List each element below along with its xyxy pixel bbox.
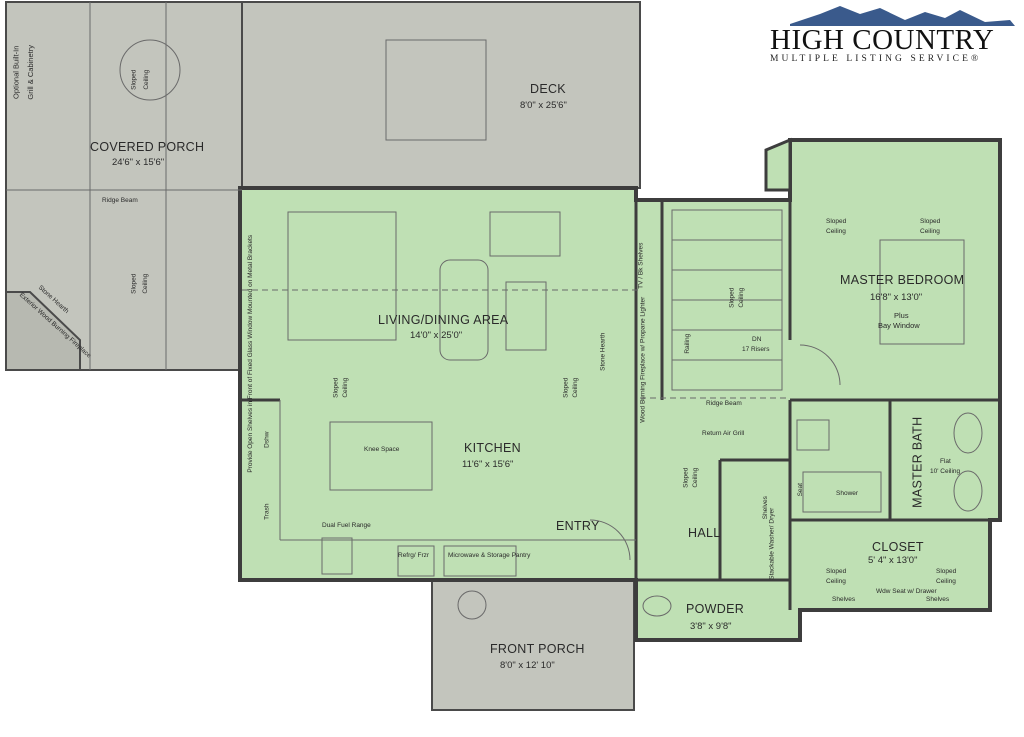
note-knee-space: Knee Space	[364, 446, 400, 453]
note-plus: Plus	[894, 311, 909, 320]
dim-closet: 5' 4" x 13'0"	[868, 555, 918, 566]
note-dshw: Dshw	[263, 431, 271, 448]
note-seat: Seat	[796, 483, 804, 497]
note-ceiling-porch: Ceiling	[143, 69, 151, 90]
note-sloped-porch2: Sloped	[130, 273, 138, 294]
note-sloped-bed2: Sloped	[920, 218, 941, 225]
note-ceiling-bed1: Ceiling	[826, 228, 846, 235]
note-ridge-beam-hall: Ridge Beam	[706, 400, 742, 407]
note-dual-fuel-range: Dual Fuel Range	[322, 522, 371, 529]
note-ceiling-living2: Ceiling	[572, 377, 580, 398]
logo-title: HIGH COUNTRY	[770, 24, 995, 56]
note-ceiling-stair: Ceiling	[738, 287, 746, 308]
note-ten-ceiling: 10' Ceiling	[930, 468, 961, 475]
note-tv-shelves: TV / Bk Shelves	[637, 242, 645, 289]
note-stone-hearth-living: Stone Hearth	[599, 332, 607, 371]
deck-area	[241, 1, 641, 189]
front-porch-area	[431, 579, 635, 711]
dim-covered-porch: 24'6" x 15'6"	[112, 157, 165, 168]
note-bay-window: Bay Window	[878, 321, 920, 330]
note-sloped-living2: Sloped	[562, 377, 570, 398]
note-ceiling-hall: Ceiling	[692, 467, 700, 488]
note-ceiling-bed2: Ceiling	[920, 228, 940, 235]
note-wdw-seat: Wdw Seat w/ Drawer	[876, 588, 937, 595]
note-sloped-closet1: Sloped	[826, 568, 847, 575]
note-ceiling-living: Ceiling	[342, 377, 350, 398]
note-shelves-closet1: Shelves	[832, 596, 856, 603]
dim-front-porch: 8'0" x 12' 10"	[500, 660, 555, 671]
label-powder: POWDER	[686, 602, 745, 616]
note-microwave-pantry: Microwave & Storage Pantry	[448, 552, 531, 559]
label-living-dining: LIVING/DINING AREA	[378, 313, 509, 327]
note-sloped-living: Sloped	[332, 377, 340, 398]
logo-mountain-icon	[790, 6, 1015, 26]
note-refrg-frzr: Refrg/ Frzr	[398, 552, 430, 559]
note-sloped-porch: Sloped	[130, 69, 138, 90]
label-closet: CLOSET	[872, 540, 924, 554]
label-deck: DECK	[530, 82, 566, 96]
note-sloped-stair: Sloped	[728, 287, 736, 308]
note-shower: Shower	[836, 490, 859, 497]
note-ridge-beam-porch: Ridge Beam	[102, 197, 138, 204]
note-ceiling-porch2: Ceiling	[142, 273, 150, 294]
note-sloped-bed1: Sloped	[826, 218, 847, 225]
dim-powder: 3'8" x 9'8"	[690, 621, 732, 632]
note-open-shelves: Provide Open Shelves in Front of Fixed G…	[247, 234, 255, 473]
dim-deck: 8'0" x 25'6"	[520, 100, 567, 111]
note-trash: Trash	[263, 503, 271, 520]
label-covered-porch: COVERED PORCH	[90, 140, 205, 154]
stone-hearth-pad	[5, 291, 81, 371]
note-dn: DN	[752, 336, 762, 343]
note-optional-builtin: Optional Built-In	[11, 45, 21, 99]
note-stackable: Stackable Washer/ Dryer	[768, 507, 776, 580]
label-entry: ENTRY	[556, 519, 600, 533]
note-flat: Flat	[940, 458, 951, 465]
label-front-porch: FRONT PORCH	[490, 642, 585, 656]
dim-kitchen: 11'6" x 15'6"	[462, 459, 514, 470]
note-ceiling-closet1: Ceiling	[826, 578, 846, 585]
note-railing: Railing	[684, 333, 692, 354]
label-master-bath: MASTER BATH	[910, 416, 925, 508]
note-wood-fireplace: Wood Burning Fireplace w/ Propane Lighte…	[639, 296, 647, 423]
note-grill-cabinetry: Grill & Cabinetry	[25, 45, 35, 100]
bay-window	[764, 137, 792, 192]
label-kitchen: KITCHEN	[464, 441, 521, 455]
logo: HIGH COUNTRY MULTIPLE LISTING SERVICE®	[766, 2, 1024, 68]
note-ceiling-closet2: Ceiling	[936, 578, 956, 585]
label-hall: HALL	[688, 526, 721, 540]
note-sloped-hall: Sloped	[682, 467, 690, 488]
dim-master-bedroom: 16'8" x 13'0"	[870, 292, 923, 303]
label-master-bedroom: MASTER BEDROOM	[840, 273, 965, 287]
note-sloped-closet2: Sloped	[936, 568, 957, 575]
dim-living-dining: 14'0" x 25'0"	[410, 330, 463, 341]
note-return-air-grill: Return Air Grill	[702, 430, 745, 437]
logo-subtitle: MULTIPLE LISTING SERVICE®	[770, 54, 982, 64]
note-shelves-closet2: Shelves	[926, 596, 950, 603]
note-risers: 17 Risers	[742, 346, 770, 353]
